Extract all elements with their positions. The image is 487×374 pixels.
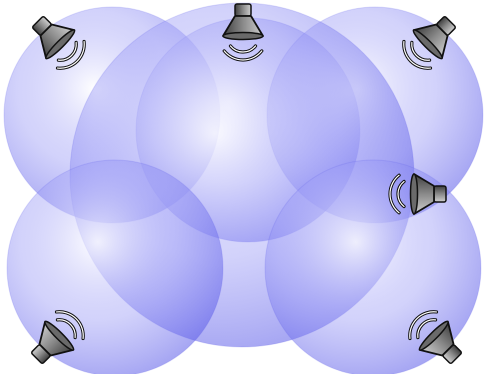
speaker-coverage-diagram	[0, 0, 487, 374]
coverage-canvas	[0, 0, 487, 374]
